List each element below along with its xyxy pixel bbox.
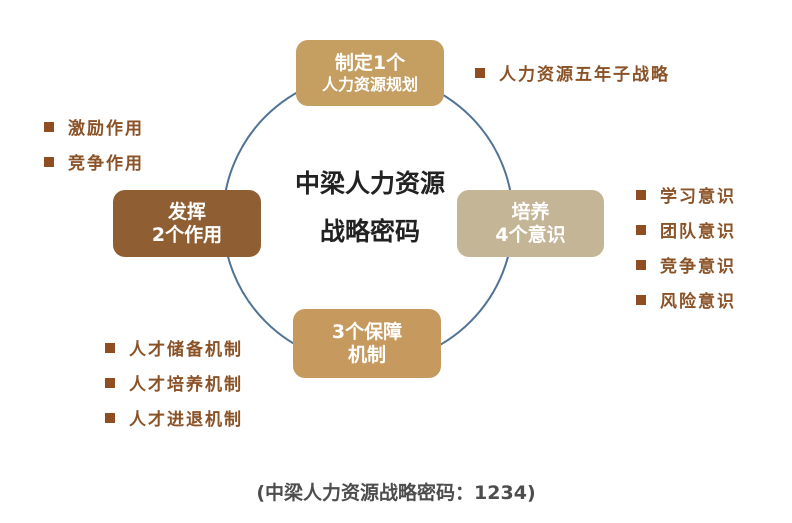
- square-bullet-icon: [44, 121, 54, 132]
- square-bullet-icon: [636, 189, 646, 200]
- square-bullet-icon: [105, 342, 115, 353]
- center-title-line1: 中梁人力资源: [294, 169, 445, 198]
- node-roles: 发挥 2个作用: [113, 190, 261, 257]
- node-plan-subtitle: 人力资源规划: [321, 74, 418, 94]
- list-item: 人才储备机制: [105, 330, 243, 365]
- bullet-list-awareness: 学习意识 团队意识 竞争意识 风险意识: [636, 177, 736, 317]
- bullet-list-mechanisms: 人才储备机制 人才培养机制 人才进退机制: [105, 330, 243, 435]
- square-bullet-icon: [44, 156, 54, 167]
- square-bullet-icon: [636, 224, 646, 235]
- square-bullet-icon: [105, 412, 115, 423]
- list-item: 人力资源五年子战略: [475, 55, 670, 90]
- list-item: 竞争作用: [44, 144, 144, 179]
- center-title: 中梁人力资源 战略密码: [272, 160, 468, 256]
- square-bullet-icon: [475, 67, 485, 78]
- node-awareness: 培养 4个意识: [457, 190, 604, 257]
- node-awareness-subtitle: 4个意识: [495, 223, 566, 246]
- list-item: 风险意识: [636, 282, 736, 317]
- square-bullet-icon: [636, 259, 646, 270]
- figure-caption: (中梁人力资源战略密码：1234): [256, 482, 536, 504]
- bullet-list-plan: 人力资源五年子战略: [475, 55, 670, 90]
- node-plan-title: 制定1个: [334, 52, 406, 74]
- bullet-list-roles: 激励作用 竞争作用: [44, 109, 144, 179]
- node-mechanisms: 3个保障 机制: [293, 309, 441, 378]
- list-item: 团队意识: [636, 212, 736, 247]
- node-mechanisms-title: 3个保障: [331, 320, 403, 343]
- center-title-line2: 战略密码: [319, 217, 420, 246]
- node-awareness-title: 培养: [511, 200, 550, 223]
- list-item: 人才培养机制: [105, 365, 243, 400]
- node-mechanisms-subtitle: 机制: [347, 343, 386, 366]
- list-item: 人才进退机制: [105, 400, 243, 435]
- square-bullet-icon: [105, 377, 115, 388]
- square-bullet-icon: [636, 294, 646, 305]
- node-plan: 制定1个 人力资源规划: [296, 40, 444, 106]
- node-roles-title: 发挥: [167, 200, 206, 223]
- list-item: 激励作用: [44, 109, 144, 144]
- list-item: 竞争意识: [636, 247, 736, 282]
- list-item: 学习意识: [636, 177, 736, 212]
- node-roles-subtitle: 2个作用: [151, 223, 223, 246]
